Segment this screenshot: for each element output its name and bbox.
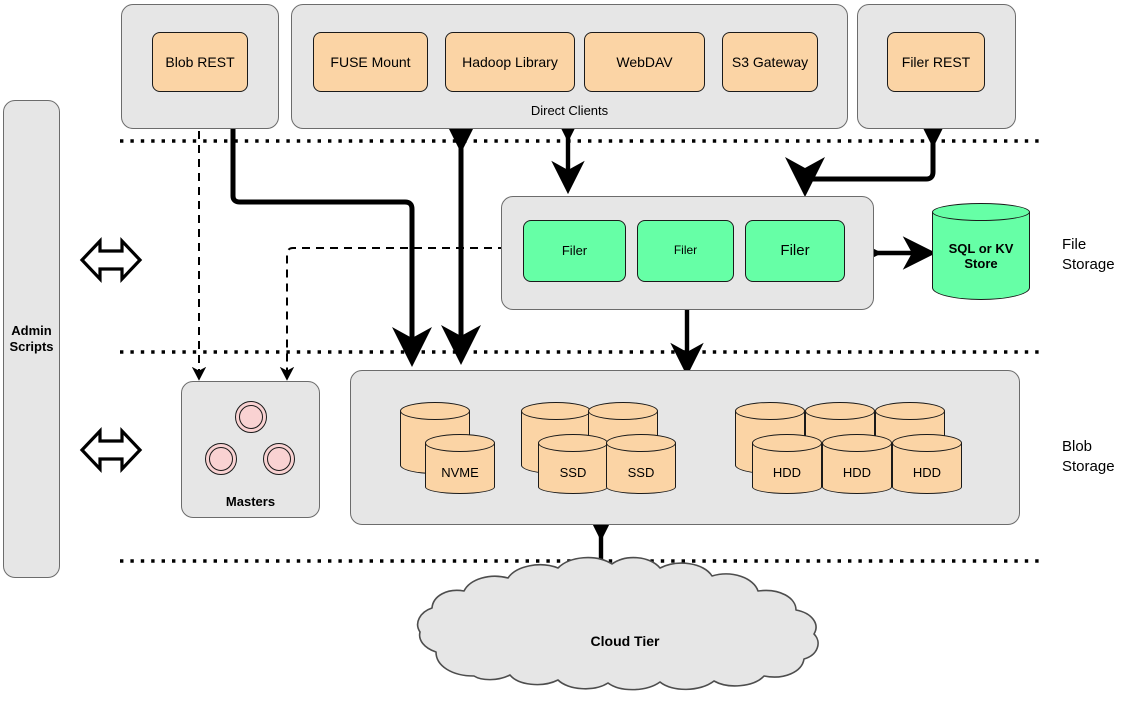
cylinder-body <box>752 443 822 494</box>
disk-label-hdd-1: HDD <box>772 465 802 480</box>
cylinder-top <box>752 434 822 452</box>
sql-or-kv-store-cylinder[interactable]: SQL or KV Store <box>932 203 1030 300</box>
node-webdav[interactable]: WebDAV <box>584 32 705 92</box>
cylinder-top <box>588 402 658 420</box>
masters-label: Masters <box>225 494 276 509</box>
node-filer-2[interactable]: Filer <box>637 220 734 282</box>
blob-rest-to-volumes <box>230 118 432 368</box>
admin-bidir-arrow-blob <box>79 426 143 474</box>
admin-scripts-label: Admin Scripts <box>9 322 54 354</box>
cylinder-top <box>538 434 608 452</box>
disk-hdd-front-3[interactable]: HDD <box>892 434 962 494</box>
cylinder-top <box>875 402 945 420</box>
disk-hdd-front-1[interactable]: HDD <box>752 434 822 494</box>
cylinder-body <box>892 443 962 494</box>
filer-rest-hook <box>784 108 953 198</box>
disk-label-hdd-3: HDD <box>912 465 942 480</box>
zone-label-blob-storage: Blob Storage <box>1062 438 1115 475</box>
disk-label-nvme: NVME <box>441 465 479 480</box>
disk-label-hdd-2: HDD <box>842 465 872 480</box>
cylinder-top <box>735 402 805 420</box>
cylinder-top <box>892 434 962 452</box>
admin-scripts-panel[interactable]: Admin Scripts <box>3 100 60 578</box>
admin-bidir-arrow-filer <box>79 236 143 284</box>
node-hadoop-library[interactable]: Hadoop Library <box>445 32 575 92</box>
cylinder-top <box>425 434 495 452</box>
cylinder-top <box>822 434 892 452</box>
admin-dashed-connectors <box>191 131 520 381</box>
cylinder-top <box>400 402 470 420</box>
disk-label-ssd-1: SSD <box>559 465 587 480</box>
cylinder-body <box>932 212 1030 300</box>
cloud-tier-shape <box>416 556 819 691</box>
disk-ssd-front-1[interactable]: SSD <box>538 434 608 494</box>
node-fuse-mount[interactable]: FUSE Mount <box>313 32 428 92</box>
disk-label-ssd-2: SSD <box>627 465 655 480</box>
disk-nvme-front[interactable]: NVME <box>425 434 495 494</box>
master-instance-2[interactable] <box>205 443 237 475</box>
node-blob-rest[interactable]: Blob REST <box>152 32 248 92</box>
node-filer-1[interactable]: Filer <box>523 220 626 282</box>
cylinder-top <box>521 402 591 420</box>
cylinder-top <box>606 434 676 452</box>
cloud-tier-label: Cloud Tier <box>590 633 660 649</box>
sql-or-kv-store-label: SQL or KV Store <box>948 240 1014 272</box>
zone-label-file-storage: File Storage <box>1062 236 1115 273</box>
cylinder-top <box>805 402 875 420</box>
node-s3-gateway[interactable]: S3 Gateway <box>722 32 818 92</box>
node-filer-3[interactable]: Filer <box>745 220 845 282</box>
cylinder-top <box>932 203 1030 221</box>
disk-ssd-front-2[interactable]: SSD <box>606 434 676 494</box>
direct-clients-caption: Direct Clients <box>530 103 609 118</box>
master-instance-1[interactable] <box>235 401 267 433</box>
disk-hdd-front-2[interactable]: HDD <box>822 434 892 494</box>
node-filer-rest[interactable]: Filer REST <box>887 32 985 92</box>
master-instance-3[interactable] <box>263 443 295 475</box>
